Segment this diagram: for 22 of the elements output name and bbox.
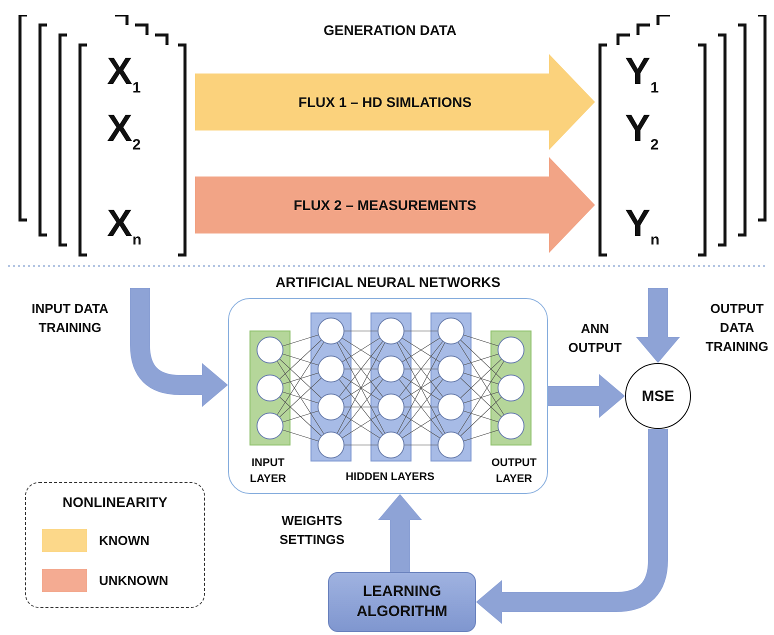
edge-label: INPUT DATA TRAINING: [30, 300, 110, 337]
edge-label: WEIGHTS SETTINGS: [278, 512, 346, 549]
layer-label: INPUT LAYER: [248, 456, 288, 487]
section-heading: GENERATION DATA: [322, 21, 458, 40]
layer-label: HIDDEN LAYERS: [344, 470, 436, 485]
legend-title: NONLINEARITY: [62, 493, 168, 512]
legend-text: UNKNOWN: [99, 573, 168, 588]
mse-circle: MSE: [625, 363, 691, 429]
process-box: LEARNING ALGORITHM: [328, 572, 476, 632]
layer-label: OUTPUT LAYER: [490, 456, 538, 487]
edge-label: ANN OUTPUT: [567, 320, 623, 357]
edge-label: FLUX 1 – HD SIMLATIONS: [297, 93, 473, 112]
panel-heading: ARTIFICIAL NEURAL NETWORKS: [274, 274, 502, 290]
legend-text: KNOWN: [99, 533, 150, 548]
matrix-entry: Y$_{2}$: [625, 110, 659, 153]
matrix-entry: X$_{2}$: [107, 110, 141, 153]
edge-label: OUTPUT DATA TRAINING: [704, 300, 770, 356]
matrix-entry: X$_{1}$: [107, 53, 141, 96]
matrix-entry: Y$_{1}$: [625, 53, 659, 96]
matrix-entry: Y$_{n}$: [625, 205, 660, 248]
edge-label: FLUX 2 – MEASUREMENTS: [292, 196, 478, 215]
matrix-entry: X$_{n}$: [107, 205, 142, 248]
